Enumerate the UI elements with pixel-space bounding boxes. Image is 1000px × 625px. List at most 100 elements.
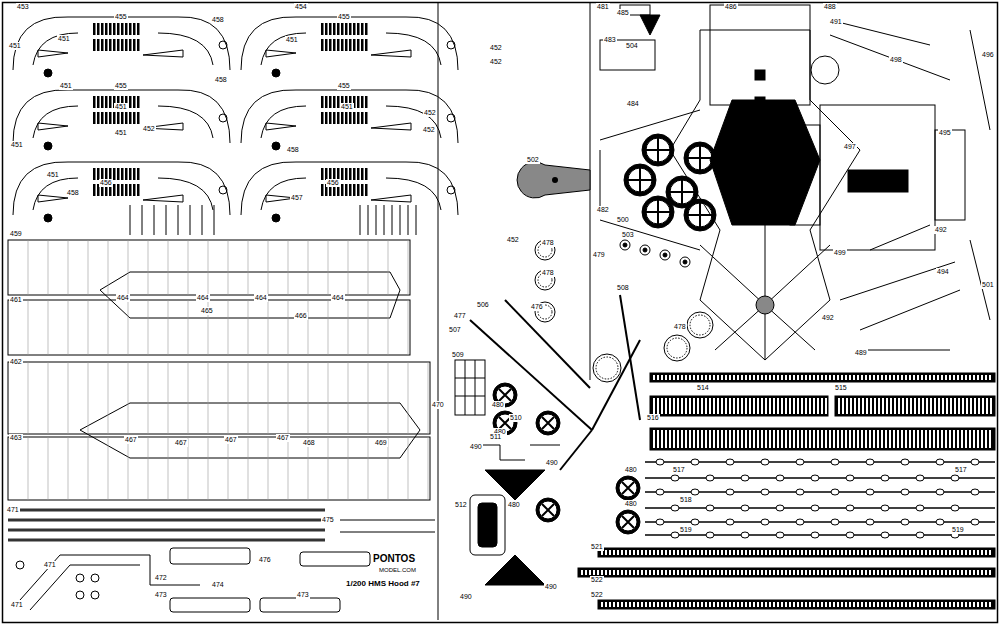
ladders-part bbox=[713, 430, 715, 448]
wheels-part bbox=[670, 180, 694, 204]
davit-frames-part bbox=[337, 23, 340, 35]
ladders-part bbox=[954, 398, 956, 414]
ladders-part bbox=[977, 375, 979, 380]
davit-frames-part bbox=[158, 106, 213, 138]
ladders-part bbox=[965, 430, 967, 448]
ladders-part bbox=[705, 550, 707, 555]
davit-frames-part bbox=[129, 112, 132, 124]
platform-part bbox=[755, 70, 765, 80]
ladders-part bbox=[789, 398, 791, 414]
ladders-part bbox=[737, 398, 739, 414]
brand-logo: PONTOS bbox=[372, 553, 416, 565]
part-number: 480 bbox=[624, 466, 638, 474]
davit-frames-part bbox=[349, 168, 352, 180]
ladders-part bbox=[693, 570, 695, 575]
ladders-part bbox=[906, 398, 908, 414]
part-number: 481 bbox=[596, 3, 610, 11]
wheels-part bbox=[628, 168, 652, 192]
wheels-part bbox=[622, 516, 634, 528]
ladders-part bbox=[825, 375, 827, 380]
ladders-part bbox=[817, 570, 819, 575]
ladders-part bbox=[749, 570, 751, 575]
ladders-part bbox=[773, 430, 775, 448]
davit-frames-part bbox=[360, 205, 361, 235]
ladders-part bbox=[853, 602, 855, 607]
deck-panels-part-part bbox=[328, 437, 329, 500]
deck-panels-part bbox=[28, 240, 428, 500]
ladders-part bbox=[729, 430, 731, 448]
davit-frames-part bbox=[121, 23, 124, 35]
deck-panels-part-part bbox=[248, 240, 249, 295]
ladders-part bbox=[961, 375, 963, 380]
ladders-part bbox=[973, 375, 975, 380]
davit-frames bbox=[13, 17, 458, 235]
grilles-part bbox=[485, 555, 545, 585]
ladders-part bbox=[689, 570, 691, 575]
ladders-part bbox=[921, 570, 923, 575]
deck-panels-part-part bbox=[368, 437, 369, 500]
part-number: 451 bbox=[340, 103, 354, 111]
grilles bbox=[455, 360, 560, 585]
ladders-part bbox=[893, 550, 895, 555]
ladders-part bbox=[650, 428, 995, 450]
ladders-part bbox=[629, 550, 631, 555]
davit-frames-part bbox=[447, 114, 455, 122]
ladders-part bbox=[985, 602, 987, 607]
deck-panels bbox=[8, 240, 430, 500]
ladders-part bbox=[805, 375, 807, 380]
davit-frames-part bbox=[137, 184, 140, 196]
ladders-part bbox=[733, 602, 735, 607]
davit-frames-part bbox=[321, 168, 324, 180]
deck-panels-part-part bbox=[68, 240, 69, 295]
davit-frames-part bbox=[341, 168, 344, 180]
ladders-part bbox=[909, 375, 911, 380]
ladders-part bbox=[697, 550, 699, 555]
ladders-part bbox=[917, 430, 919, 448]
part-number: 470 bbox=[431, 401, 445, 409]
ladders-part bbox=[785, 375, 787, 380]
ladders-part bbox=[953, 602, 955, 607]
ladders-part bbox=[681, 375, 683, 380]
part-number: 480 bbox=[507, 501, 521, 509]
part-number: 458 bbox=[214, 76, 228, 84]
ladders-part bbox=[785, 430, 787, 448]
ladders-part bbox=[821, 602, 823, 607]
deck-panels-part-part bbox=[288, 300, 289, 355]
part-number: 468 bbox=[302, 439, 316, 447]
handrails-part bbox=[726, 459, 734, 465]
part-number: 483 bbox=[603, 36, 617, 44]
ladders-part bbox=[737, 430, 739, 448]
ladders-part bbox=[901, 375, 903, 380]
small-parts-part bbox=[91, 574, 99, 582]
ladders-part bbox=[645, 602, 647, 607]
ladders-part bbox=[769, 602, 771, 607]
davit-frames-part bbox=[341, 112, 344, 124]
part-number: 502 bbox=[526, 156, 540, 164]
ladders-part bbox=[653, 375, 655, 380]
wheels-part bbox=[542, 417, 554, 429]
ladders-part bbox=[813, 570, 815, 575]
davit-frames-part bbox=[38, 195, 68, 202]
part-number: 512 bbox=[454, 501, 468, 509]
ladders-part bbox=[677, 570, 679, 575]
ladders-part bbox=[978, 398, 980, 414]
ladders-part bbox=[629, 570, 631, 575]
ladders-part bbox=[953, 570, 955, 575]
rails-part bbox=[8, 519, 325, 522]
ladders-part bbox=[689, 602, 691, 607]
rods-part bbox=[620, 295, 640, 420]
ladders-part bbox=[813, 398, 815, 414]
handrails-part bbox=[656, 489, 664, 495]
handrails-part bbox=[866, 489, 874, 495]
small-parts bbox=[16, 520, 435, 612]
ladders-part bbox=[985, 375, 987, 380]
ladders-part bbox=[809, 398, 811, 414]
rods-part bbox=[505, 300, 590, 388]
davit-frames-part bbox=[365, 184, 368, 196]
ladders-part bbox=[781, 570, 783, 575]
deck-panels-part-part bbox=[348, 362, 349, 434]
handrails-part bbox=[776, 505, 784, 511]
deck-panels-part-part bbox=[108, 240, 109, 295]
ladders-part bbox=[609, 602, 611, 607]
davit-frames-part bbox=[125, 168, 128, 180]
